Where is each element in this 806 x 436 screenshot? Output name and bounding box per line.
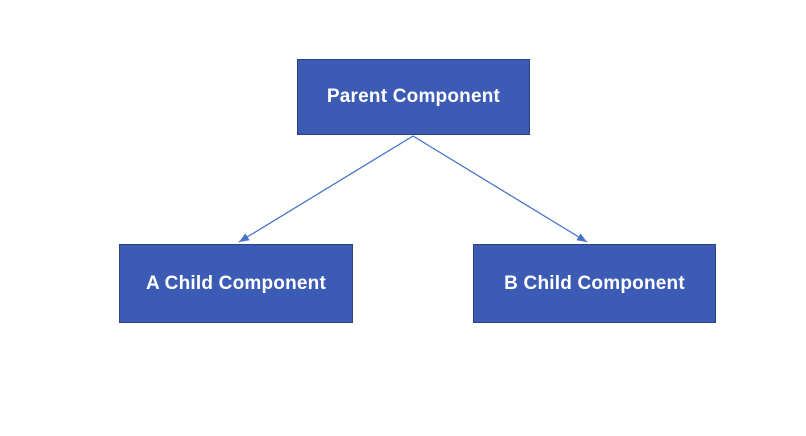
node-parent-label: Parent Component <box>326 86 501 107</box>
node-child-b-label: B Child Component <box>504 272 685 294</box>
connector-parent-to-child-a <box>238 135 414 243</box>
node-parent-component: Parent Component <box>297 59 530 135</box>
node-a-child-component: A Child Component <box>119 244 353 323</box>
connector-parent-to-child-b <box>412 135 588 243</box>
node-b-child-component: B Child Component <box>473 244 716 323</box>
node-child-a-label: A Child Component <box>145 272 326 294</box>
